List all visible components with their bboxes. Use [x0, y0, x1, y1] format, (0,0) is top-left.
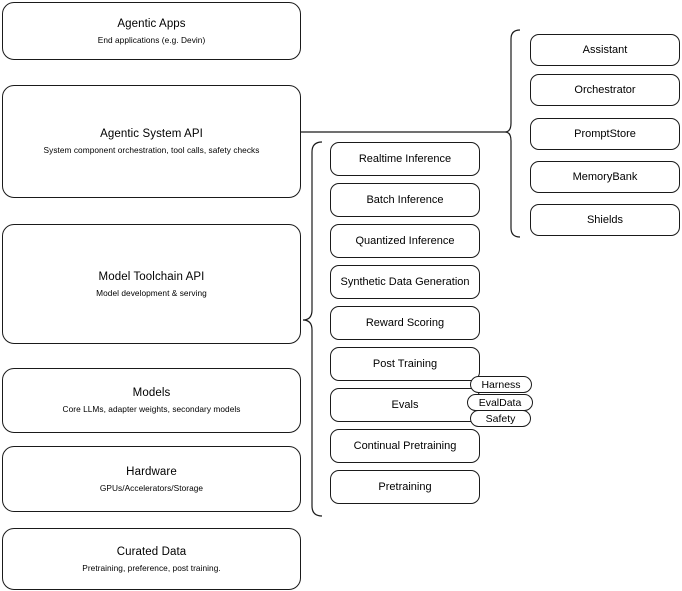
layer-title: Agentic Apps: [117, 17, 186, 30]
capability-label: Post Training: [372, 357, 438, 370]
eval-tag-evaldata[interactable]: EvalData: [467, 394, 533, 411]
layer-subtitle: Model development & serving: [96, 287, 207, 298]
component-label: Shields: [586, 213, 624, 226]
layer-title: Model Toolchain API: [98, 270, 205, 283]
capability-pretraining[interactable]: Pretraining: [330, 470, 480, 504]
component-shields[interactable]: Shields: [530, 204, 680, 236]
agentic-components-brace: [504, 29, 521, 238]
capability-label: Batch Inference: [366, 193, 444, 206]
layer-subtitle: System component orchestration, tool cal…: [43, 145, 260, 155]
eval-tag-label: Safety: [485, 412, 516, 425]
eval-tag-safety[interactable]: Safety: [470, 410, 531, 427]
capability-label: Continual Pretraining: [353, 439, 457, 452]
component-memorybank[interactable]: MemoryBank: [530, 161, 680, 193]
component-label: PromptStore: [574, 127, 636, 140]
capability-evals[interactable]: Evals: [330, 388, 480, 422]
layer-hardware[interactable]: Hardware GPUs/Accelerators/Storage: [2, 446, 301, 512]
capability-reward-scoring[interactable]: Reward Scoring: [330, 306, 480, 340]
capability-label: Quantized Inference: [355, 234, 455, 247]
capability-realtime-inference[interactable]: Realtime Inference: [330, 142, 480, 176]
capability-label: Realtime Inference: [358, 152, 452, 165]
capability-label: Pretraining: [378, 480, 432, 493]
capability-quantized-inference[interactable]: Quantized Inference: [330, 224, 480, 258]
capability-label: Reward Scoring: [365, 316, 445, 329]
layer-subtitle: Pretraining, preference, post training.: [82, 562, 221, 573]
layer-agentic-system-api[interactable]: Agentic System API System component orch…: [2, 85, 301, 198]
capability-synthetic-data-generation[interactable]: Synthetic Data Generation: [330, 265, 480, 299]
layer-subtitle: Core LLMs, adapter weights, secondary mo…: [62, 404, 241, 414]
eval-tag-label: EvalData: [478, 396, 522, 409]
component-orchestrator[interactable]: Orchestrator: [530, 74, 680, 106]
eval-tag-harness[interactable]: Harness: [470, 376, 532, 393]
eval-tag-label: Harness: [481, 378, 521, 391]
capability-label: Evals: [391, 398, 419, 411]
capability-batch-inference[interactable]: Batch Inference: [330, 183, 480, 217]
layer-title: Agentic System API: [100, 128, 203, 140]
layer-models[interactable]: Models Core LLMs, adapter weights, secon…: [2, 368, 301, 433]
capability-post-training[interactable]: Post Training: [330, 347, 480, 381]
layer-subtitle: GPUs/Accelerators/Storage: [99, 482, 204, 493]
layer-title: Curated Data: [116, 545, 187, 558]
layer-agentic-apps[interactable]: Agentic Apps End applications (e.g. Devi…: [2, 2, 301, 60]
capability-continual-pretraining[interactable]: Continual Pretraining: [330, 429, 480, 463]
model-toolchain-brace: [302, 141, 323, 517]
component-label: Assistant: [582, 43, 628, 56]
component-label: Orchestrator: [574, 83, 636, 96]
layer-model-toolchain-api[interactable]: Model Toolchain API Model development & …: [2, 224, 301, 344]
layer-title: Hardware: [126, 465, 177, 478]
layer-curated-data[interactable]: Curated Data Pretraining, preference, po…: [2, 528, 301, 590]
component-label: MemoryBank: [572, 170, 638, 183]
component-assistant[interactable]: Assistant: [530, 34, 680, 66]
component-promptstore[interactable]: PromptStore: [530, 118, 680, 150]
layer-title: Models: [132, 387, 171, 399]
capability-label: Synthetic Data Generation: [340, 275, 470, 288]
layer-subtitle: End applications (e.g. Devin): [97, 34, 206, 45]
